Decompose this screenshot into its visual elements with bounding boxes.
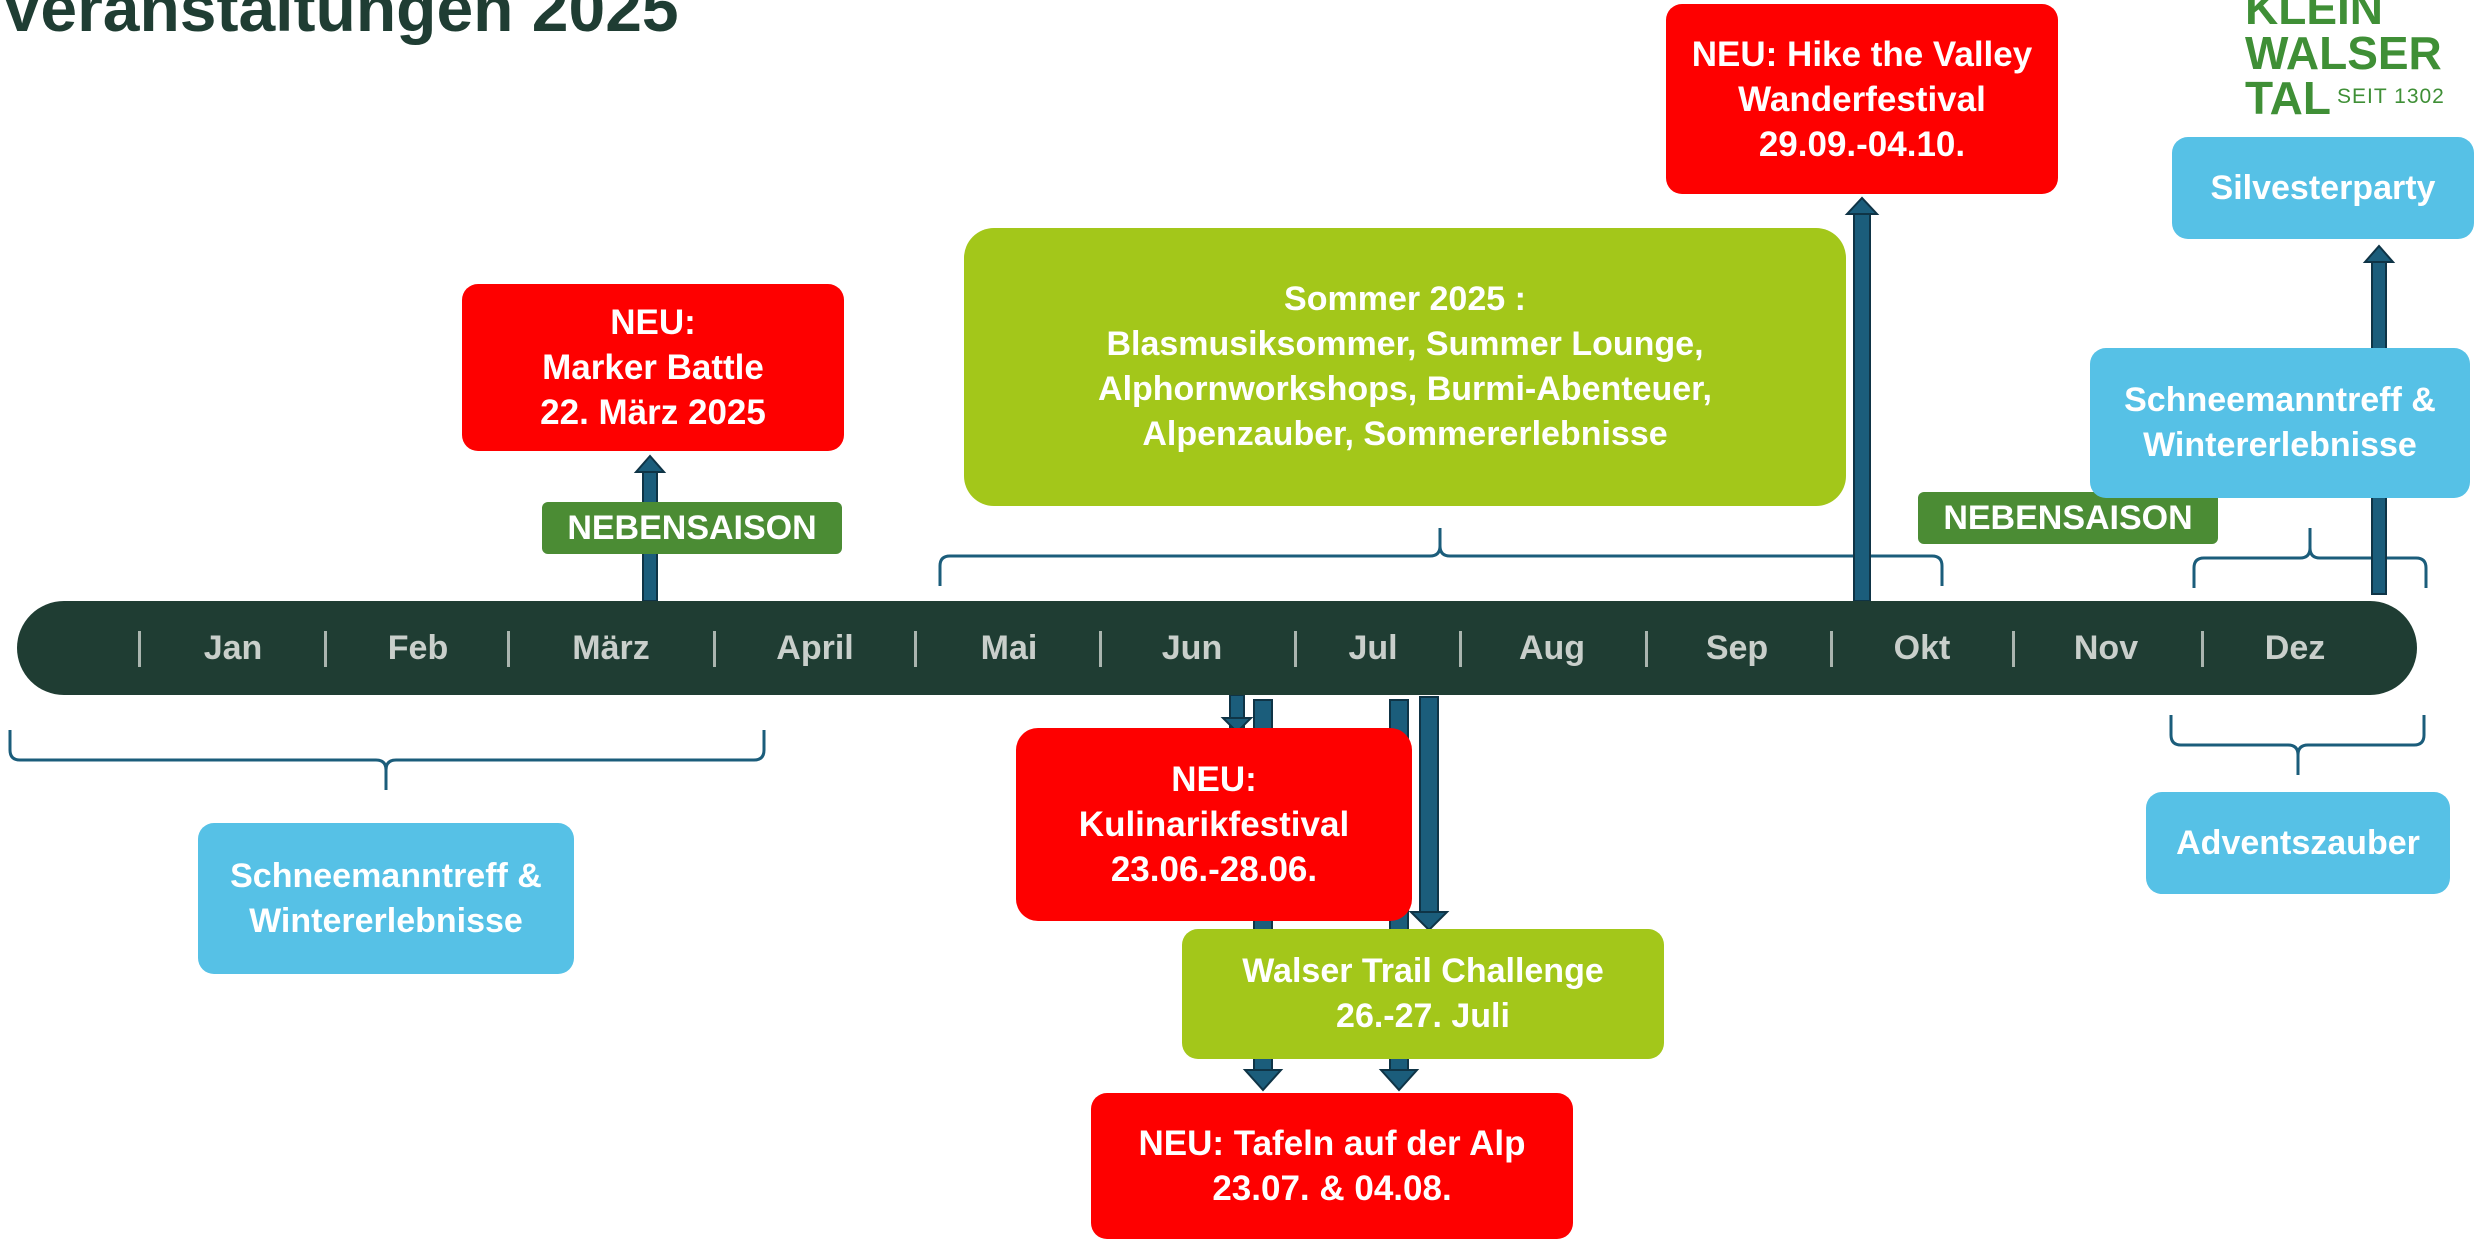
event-text: 29.09.-04.10. xyxy=(1758,124,1966,164)
arrow-head-trail xyxy=(1408,911,1450,932)
logo-line-1: KLEIN xyxy=(2245,0,2383,34)
arrow-head-marker-battle xyxy=(633,454,667,473)
arrow-hike xyxy=(1853,211,1871,602)
month-separator xyxy=(713,631,716,667)
event-walser-trail-challenge: Walser Trail Challenge 26.-27. Juli xyxy=(1182,929,1664,1059)
arrow-trail xyxy=(1419,696,1439,918)
month-dez: Dez xyxy=(2264,628,2326,667)
logo-line-3: TAL xyxy=(2245,72,2332,124)
month-separator xyxy=(2012,631,2015,667)
month-maerz: März xyxy=(572,628,650,667)
month-separator xyxy=(1099,631,1102,667)
month-separator xyxy=(324,631,327,667)
bracket-winter-dec xyxy=(2192,528,2428,588)
event-text: Blasmusiksommer, Summer Lounge, xyxy=(1106,325,1704,363)
month-jan: Jan xyxy=(203,628,263,667)
page-title: Veranstaltungen 2025 xyxy=(0,0,679,45)
month-timeline: Jan Feb März April Mai Jun Jul Aug Sep O… xyxy=(17,601,2417,695)
month-separator xyxy=(138,631,141,667)
event-text: Schneemanntreff & xyxy=(230,856,542,895)
logo-line-2: WALSER xyxy=(2245,27,2442,79)
off-season-label-spring: NEBENSAISON xyxy=(542,502,842,554)
event-text: Silvesterparty xyxy=(2210,168,2436,207)
month-feb: Feb xyxy=(387,628,449,667)
month-separator xyxy=(2201,631,2204,667)
bracket-summer xyxy=(938,528,1944,586)
event-marker-battle: NEU: Marker Battle 22. März 2025 xyxy=(462,284,844,451)
event-adventszauber: Adventszauber xyxy=(2146,792,2450,894)
arrow-head-tafeln-2 xyxy=(1378,1069,1420,1092)
month-jun: Jun xyxy=(1161,628,1223,667)
event-text: Alphornworkshops, Burmi-Abenteuer, xyxy=(1098,370,1712,408)
event-text: Walser Trail Challenge xyxy=(1242,952,1604,990)
month-separator xyxy=(1830,631,1833,667)
event-text: Wintererlebnisse xyxy=(249,901,523,940)
month-okt: Okt xyxy=(1893,628,1951,667)
month-nov: Nov xyxy=(2073,628,2139,667)
logo-since: SEIT 1302 xyxy=(2337,85,2445,108)
event-text: Alpenzauber, Sommererlebnisse xyxy=(1142,415,1668,453)
event-hike-the-valley: NEU: Hike the Valley Wanderfestival 29.0… xyxy=(1666,4,2058,194)
event-tafeln-auf-der-alp: NEU: Tafeln auf der Alp 23.07. & 04.08. xyxy=(1091,1093,1573,1239)
month-separator xyxy=(914,631,917,667)
event-text: NEU: Tafeln auf der Alp xyxy=(1138,1124,1526,1163)
event-text: Schneemanntreff & xyxy=(2124,381,2436,419)
arrow-head-silvester xyxy=(2362,244,2396,263)
event-silvesterparty: Silvesterparty xyxy=(2172,137,2474,239)
event-text: NEU: Hike the Valley xyxy=(1691,34,2033,74)
event-text: NEU: xyxy=(610,303,696,342)
event-text: 22. März 2025 xyxy=(540,393,766,432)
event-text: NEU: xyxy=(1171,760,1257,799)
event-sommer-2025: Sommer 2025 : Blasmusiksommer, Summer Lo… xyxy=(964,228,1846,506)
month-jul: Jul xyxy=(1348,628,1398,667)
event-text: Wanderfestival xyxy=(1738,79,1986,119)
event-text: Adventszauber xyxy=(2176,823,2420,862)
event-text: 26.-27. Juli xyxy=(1336,997,1510,1035)
arrow-head-kulinarik xyxy=(1220,717,1254,734)
month-separator xyxy=(1294,631,1297,667)
event-winter-january: Schneemanntreff & Wintererlebnisse xyxy=(198,823,574,974)
event-kulinarikfestival: NEU: Kulinarikfestival 23.06.-28.06. xyxy=(1016,728,1412,921)
arrow-head-tafeln-1 xyxy=(1242,1069,1284,1092)
event-text: Kulinarikfestival xyxy=(1078,805,1350,844)
event-text: Sommer 2025 : xyxy=(1284,280,1526,318)
event-text: 23.06.-28.06. xyxy=(1110,850,1318,889)
month-sep: Sep xyxy=(1705,628,1769,667)
month-april: April xyxy=(776,628,854,667)
bracket-winter-jan xyxy=(8,730,766,790)
month-separator xyxy=(1459,631,1462,667)
event-text: 23.07. & 04.08. xyxy=(1212,1169,1452,1208)
event-text: Marker Battle xyxy=(542,348,764,387)
off-season-label-autumn: NEBENSAISON xyxy=(1918,492,2218,544)
arrow-head-hike xyxy=(1844,196,1880,215)
month-separator xyxy=(1645,631,1648,667)
month-separator xyxy=(507,631,510,667)
month-aug: Aug xyxy=(1518,628,1586,667)
month-mai: Mai xyxy=(980,628,1038,667)
bracket-advent xyxy=(2169,715,2426,775)
event-winter-december: Schneemanntreff & Wintererlebnisse xyxy=(2090,348,2470,498)
event-text: Wintererlebnisse xyxy=(2143,426,2417,464)
